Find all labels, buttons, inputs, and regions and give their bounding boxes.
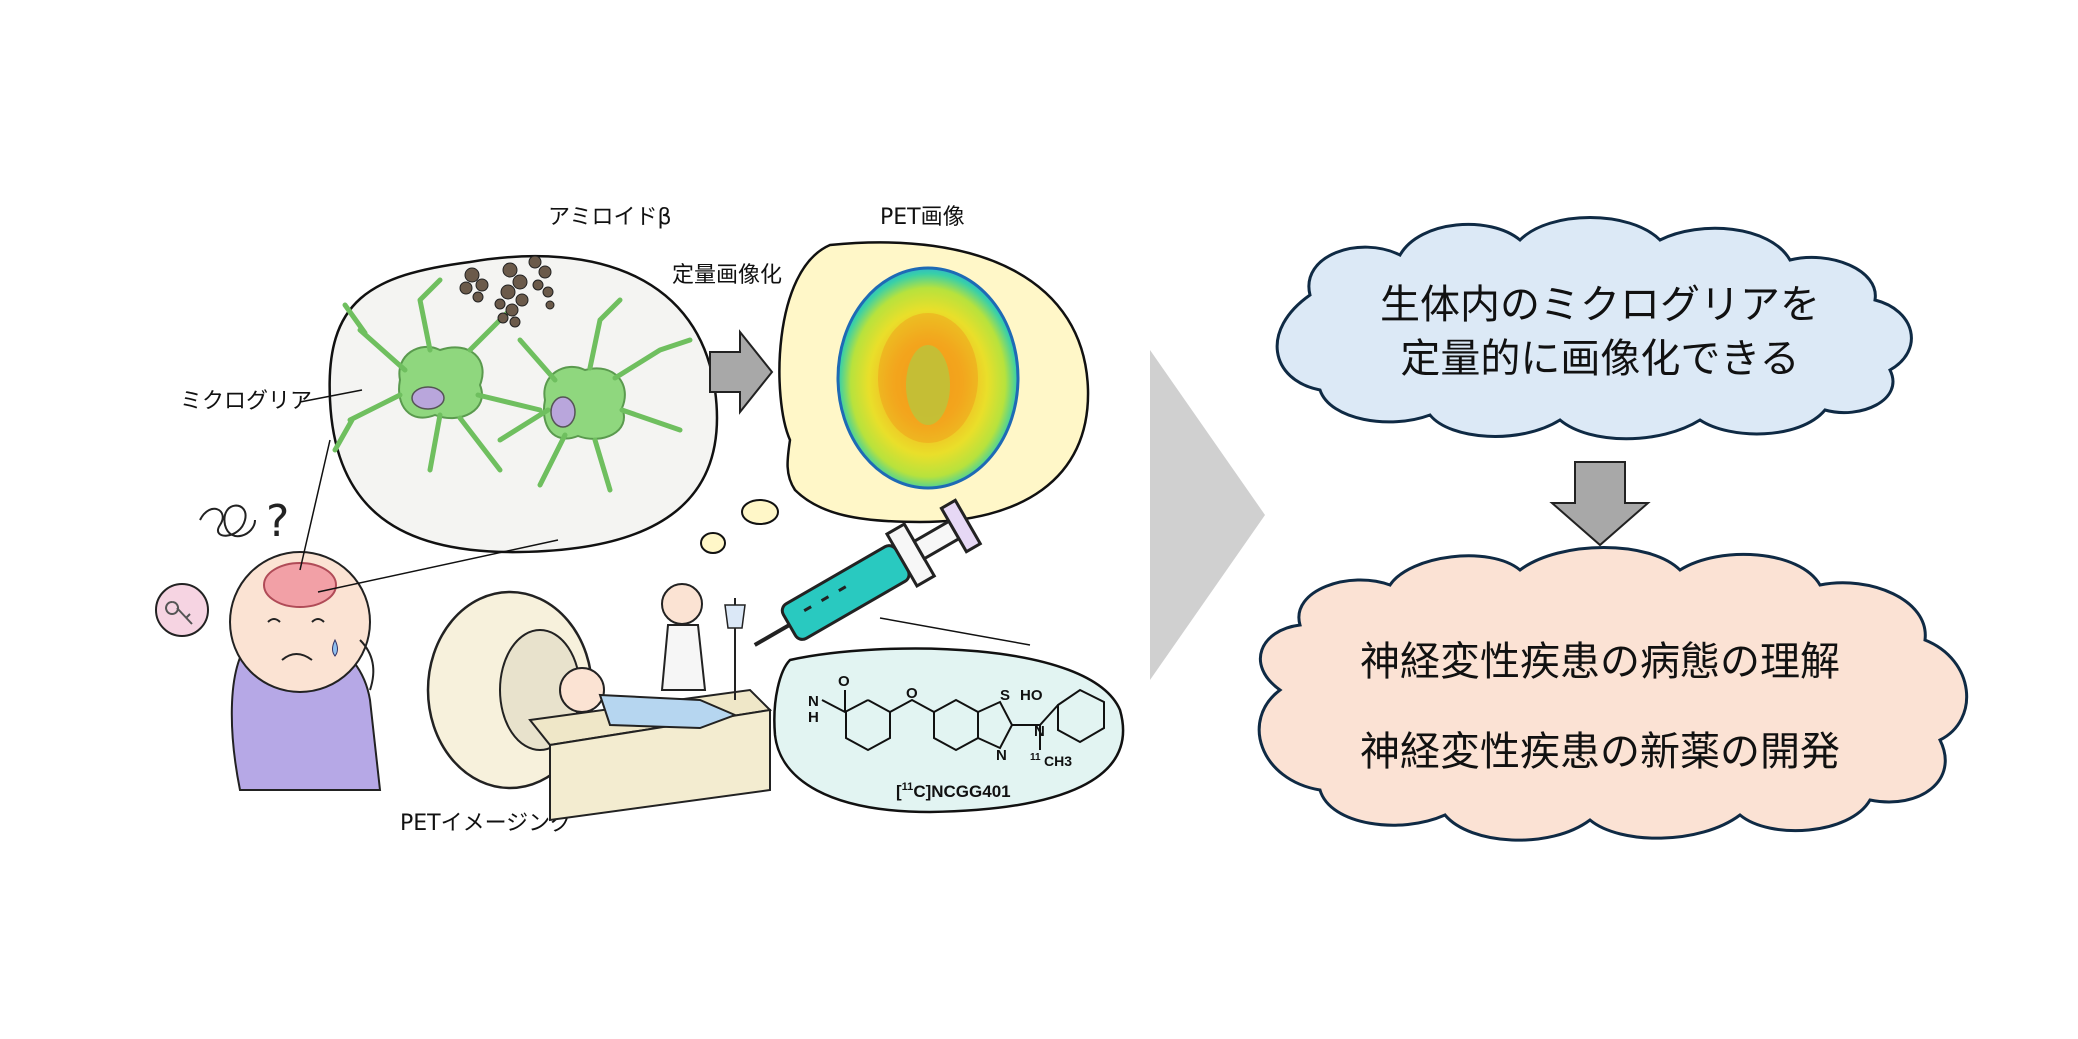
chemical-structure	[821, 688, 1105, 752]
thought-dot-large	[741, 499, 779, 525]
pet-scanner-scene	[426, 583, 773, 822]
zoom-line-right	[317, 539, 559, 593]
cloud-top-line1: 生体内のミクログリアを	[1380, 282, 1820, 328]
key-icon	[165, 601, 193, 625]
amyloid-label: アミロイドβ	[548, 205, 672, 230]
chem-n-ring: N	[996, 747, 1007, 764]
chem-h: H	[808, 709, 819, 726]
worried-person: ?	[155, 439, 559, 791]
doctor-head	[661, 583, 703, 625]
down-arrow	[1549, 461, 1651, 547]
brain-icon	[263, 562, 337, 608]
microglia-cell-1	[332, 277, 543, 473]
microglia-label: ミクログリア	[180, 389, 312, 414]
zoom-line-left	[299, 439, 331, 571]
chem-o-ether: O	[906, 685, 918, 702]
syringe-icon	[753, 498, 983, 647]
confusion-scribble-icon	[199, 504, 256, 538]
compound-bracket: [	[896, 782, 902, 801]
iv-bag	[724, 604, 746, 629]
patient-head	[559, 667, 605, 713]
chem-s: S	[1000, 687, 1010, 704]
cloud-top-line2: 定量的に画像化できる	[1400, 336, 1799, 382]
quantify-arrow	[709, 329, 774, 415]
pet-thought-bubble	[700, 241, 1090, 554]
key-thought-bubble	[155, 583, 209, 637]
pet-brain-center	[906, 345, 950, 425]
microglia-pointer-line	[299, 389, 363, 403]
pet-brain-hotspot	[878, 313, 978, 443]
cloud-bottom: 神経変性疾患の病態の理解 神経変性疾患の新薬の開発	[1257, 546, 1969, 842]
pet-imaging-label: PETイメージング	[400, 811, 572, 836]
compound-isotope: 11	[902, 781, 914, 793]
thought-dot-small	[700, 532, 726, 554]
compound-bubble: O N H O S N N HO 11 CH3 [11C]NCGG401	[773, 647, 1125, 814]
compound-rest: C]NCGG401	[913, 782, 1010, 801]
compound-name: [11C]NCGG401	[896, 781, 1011, 801]
chem-ch3: CH3	[1044, 753, 1072, 769]
pet-image-label: PET画像	[880, 205, 965, 230]
quantify-label: 定量画像化	[672, 263, 782, 288]
cloud-bottom-line2: 神経変性疾患の新薬の開発	[1360, 729, 1840, 775]
cloud-bottom-line1: 神経変性疾患の病態の理解	[1360, 639, 1840, 685]
chem-c11: 11	[1030, 752, 1041, 763]
doctor-body	[660, 624, 707, 691]
microglia-cell-2	[497, 297, 693, 493]
cloud-top: 生体内のミクログリアを 定量的に画像化できる	[1275, 216, 1913, 441]
syringe-pointer-line	[879, 617, 1031, 646]
chem-nh: N	[808, 693, 819, 710]
microglia-bubble	[328, 254, 719, 554]
big-transition-arrow	[1150, 350, 1265, 680]
chem-o-amide: O	[838, 673, 850, 690]
amyloid-plaques	[459, 255, 555, 328]
question-mark-icon: ?	[266, 496, 289, 547]
chem-n-amine: N	[1034, 723, 1045, 740]
chem-ho: HO	[1020, 687, 1043, 704]
patient-body	[598, 693, 738, 730]
